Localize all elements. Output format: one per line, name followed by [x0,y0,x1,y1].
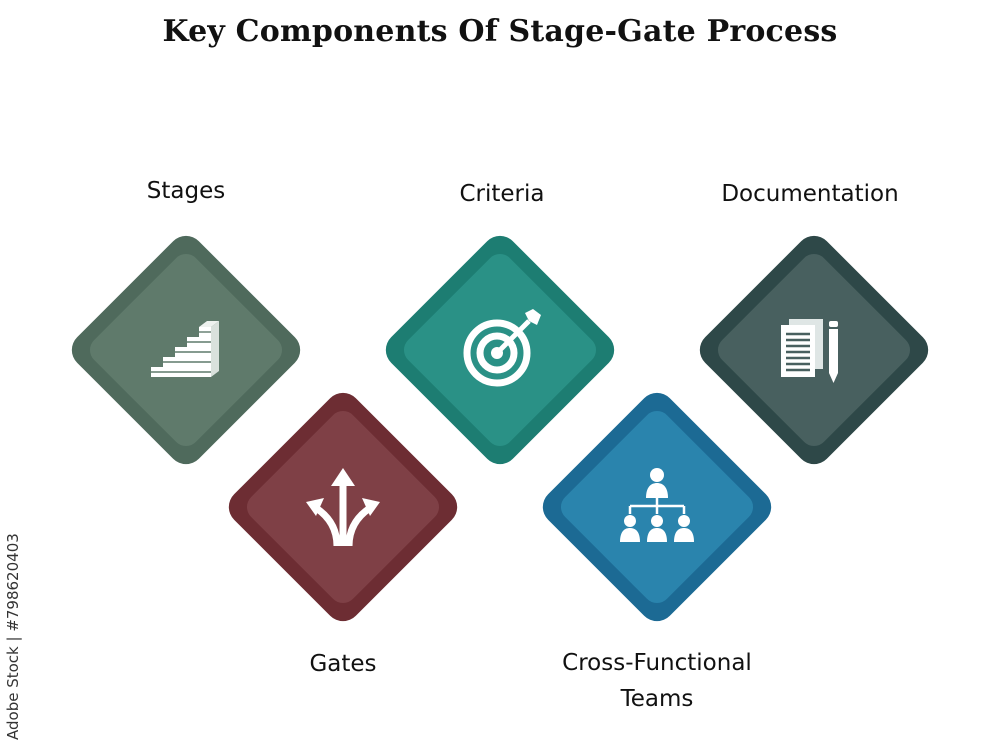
label-stages: Stages [146,178,226,204]
diverging-arrows-icon [306,468,380,547]
target-icon [463,309,541,387]
stairs-icon [151,321,219,377]
watermark-id: Adobe Stock | #798620403 [4,533,22,740]
label-gates: Gates [309,651,377,677]
page-title: Key Components Of Stage-Gate Process [162,14,838,49]
org-chart-icon [620,468,694,542]
label-cross-functional-teams: Cross-Functional Teams [562,650,752,712]
document-pencil-icon [781,319,838,383]
label-documentation: Documentation [721,181,899,207]
label-criteria: Criteria [459,181,545,207]
